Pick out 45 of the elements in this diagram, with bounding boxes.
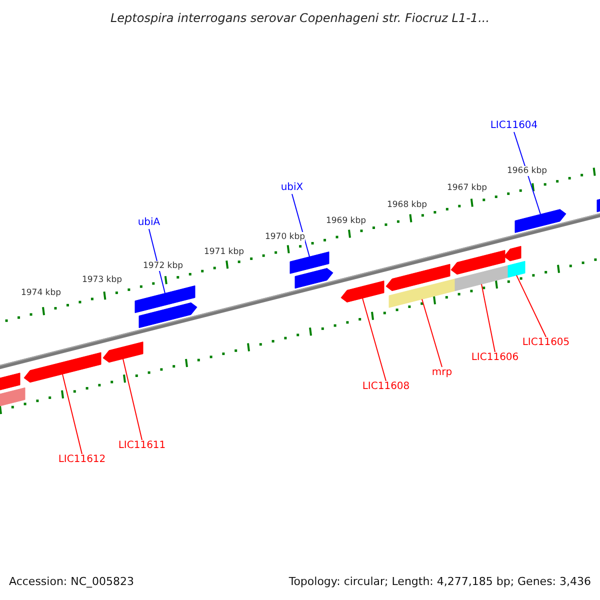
- gene-block: [454, 265, 508, 292]
- leader-line: [422, 298, 442, 368]
- gene-label: LIC11605: [522, 337, 570, 349]
- scale-label: 1972 kbp: [142, 261, 184, 271]
- scale-label: 1970 kbp: [264, 232, 306, 242]
- accession-text: Accession: NC_005823: [9, 574, 134, 590]
- leader-line: [62, 374, 82, 454]
- scale-label: 1973 kbp: [82, 275, 122, 285]
- gene-block: [0, 372, 20, 393]
- gene-block: [24, 352, 102, 383]
- title: Leptospira interrogans serovar Copenhageni str. Fiocruz L1-1...: [109, 10, 491, 27]
- genome-summary-text: Topology: circular; Length: 4,277,185 bp; Genes: 3,436: [288, 574, 591, 590]
- gene-block: [340, 280, 384, 302]
- leader-line: [362, 298, 386, 382]
- scale-label: 1967 kbp: [446, 183, 488, 193]
- gene-block: [504, 246, 522, 262]
- gene-block: [134, 285, 196, 314]
- gene-label: ubiA: [138, 217, 160, 229]
- gene-block: [290, 252, 330, 274]
- gene-block: [508, 260, 526, 278]
- leader-line: [481, 284, 496, 352]
- gene-block: [388, 278, 456, 308]
- scale-label: 1968 kbp: [386, 200, 428, 210]
- leader-line: [122, 358, 142, 440]
- gene-block: [138, 302, 198, 328]
- scale-label: 1969 kbp: [326, 216, 366, 226]
- gene-label: LIC11612: [58, 454, 106, 466]
- gene-block: [386, 264, 450, 292]
- gene-block: [294, 268, 334, 289]
- leader-line: [514, 132, 541, 215]
- scale-label: 1966 kbp: [506, 166, 548, 176]
- gene-block: [0, 387, 26, 409]
- gene-block: [514, 209, 566, 233]
- gene-label: LIC11608: [362, 381, 410, 393]
- gene-label: LIC11606: [471, 352, 519, 364]
- gene-label: LIC11604: [490, 120, 538, 132]
- scale-label: 1971 kbp: [204, 247, 244, 257]
- leader-line: [516, 274, 546, 338]
- gene-label: mrp: [432, 367, 452, 379]
- scale-label: 1974 kbp: [20, 288, 62, 298]
- gene-block: [102, 342, 144, 363]
- gene-block: [450, 250, 506, 275]
- gene-label: ubiX: [280, 182, 304, 194]
- leader-line: [292, 194, 310, 258]
- gene-label: LIC11611: [118, 440, 166, 452]
